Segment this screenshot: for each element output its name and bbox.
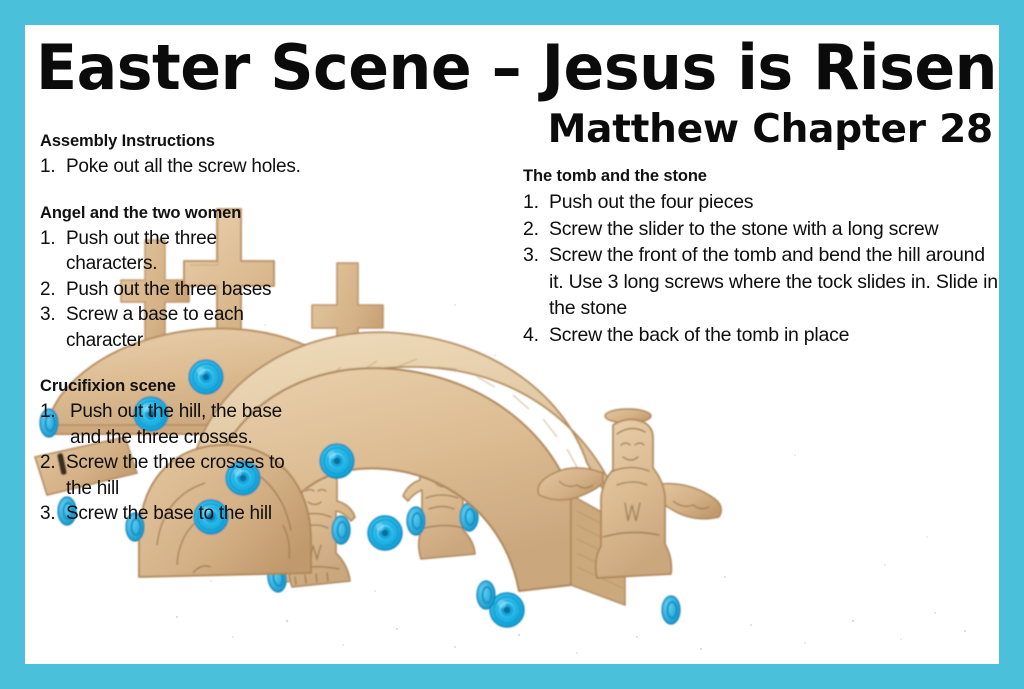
list-text: Screw the back of the tomb in place (549, 323, 850, 346)
list-item: 1. Push out the hill, the base and the th… (40, 399, 308, 450)
list-number: 1. (40, 401, 56, 422)
list-number: 3. (40, 304, 56, 325)
heading-tomb-and-stone: The tomb and the stone (523, 167, 707, 185)
page-subtitle: Matthew Chapter 28 (547, 107, 994, 152)
left-instructions-column: Assembly Instructions 1. Poke out all the… (40, 130, 308, 527)
list-text: Screw the base to the hill (66, 503, 272, 524)
list-text: Push out the three characters. (66, 227, 217, 275)
list-text: Push out the three bases (66, 278, 272, 300)
list-item: 2. Push out the three bases (40, 277, 308, 303)
list-number: 1. (523, 191, 539, 213)
list-item: 3. Screw the base to the hill (40, 501, 308, 527)
list-number: 2. (40, 452, 56, 473)
list-number: 4. (523, 323, 539, 346)
spacer (40, 180, 308, 202)
list-item: 3. Screw a base to each character (40, 302, 308, 353)
spacer (40, 353, 308, 375)
photo-angel-character (476, 408, 722, 625)
heading-crucifixion-scene: Crucifixion scene (40, 377, 176, 395)
list-text: Push out the four pieces (549, 191, 754, 213)
list-number: 2. (523, 217, 539, 240)
list-item: 2. Screw the slider to the stone with a l… (523, 216, 999, 243)
list-text: Poke out all the screw holes. (66, 156, 301, 177)
list-crucifixion-scene: 1. Push out the hill, the base and the th… (40, 399, 308, 527)
list-text: Screw the three crosses to the hill (66, 452, 285, 499)
list-item: 1. Poke out all the screw holes. (40, 154, 308, 180)
list-text: Screw a base to each character (66, 304, 244, 351)
heading-angel-and-two-women: Angel and the two women (40, 203, 242, 222)
list-item: 1. Push out the four pieces (523, 189, 999, 216)
list-text: Push out the hill, the base and the thre… (70, 401, 282, 448)
list-item: 1. Push out the three characters. (40, 226, 308, 277)
list-text: Screw the front of the tomb and bend the… (549, 244, 998, 319)
poster-page: Easter Scene – Jesus is Risen Matthew Ch… (25, 25, 999, 664)
list-number: 3. (523, 244, 539, 266)
list-item: 3. Screw the front of the tomb and bend t… (523, 242, 999, 322)
list-tomb-and-stone: 1. Push out the four pieces 2. Screw the s… (523, 189, 999, 348)
list-number: 2. (40, 278, 56, 300)
heading-assembly-instructions: Assembly Instructions (40, 132, 215, 150)
right-instructions-column: The tomb and the stone 1. Push out the fo… (523, 165, 999, 348)
list-angel-and-two-women: 1. Push out the three characters. 2. Push … (40, 226, 308, 354)
list-item: 4. Screw the back of the tomb in place (523, 322, 999, 349)
list-number: 1. (40, 156, 56, 177)
page-title: Easter Scene – Jesus is Risen (36, 31, 998, 104)
list-number: 1. (40, 227, 56, 249)
list-assembly-instructions: 1. Poke out all the screw holes. (40, 154, 308, 180)
list-item: 2. Screw the three crosses to the hill (40, 450, 308, 501)
list-text: Screw the slider to the stone with a lon… (549, 217, 939, 240)
photo-woman-right (402, 446, 482, 560)
list-number: 3. (40, 503, 56, 524)
